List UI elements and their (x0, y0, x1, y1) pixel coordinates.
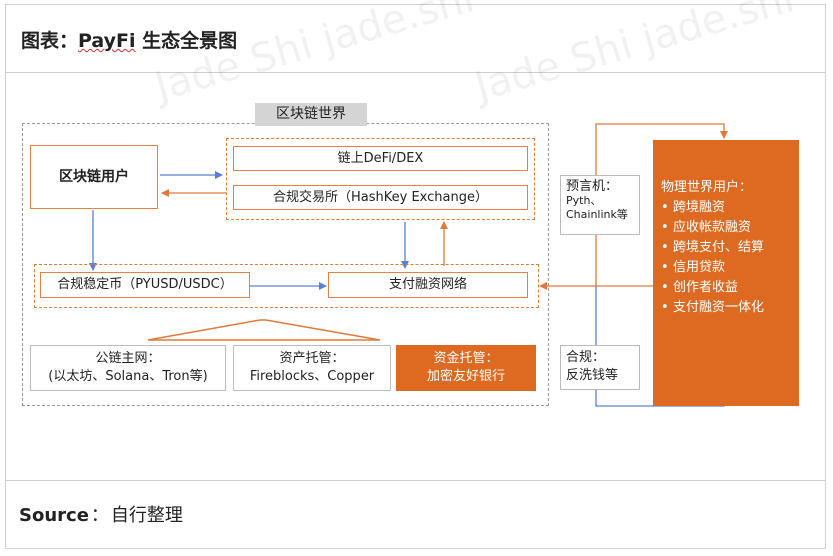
list-item: 跨境支付、结算 (661, 238, 799, 258)
physical-world-users-box: 物理世界用户： 跨境融资 应收帐款融资 跨境支付、结算 信用贷款 创作者收益 支… (653, 140, 799, 406)
physical-title: 物理世界用户： (661, 180, 753, 195)
blockchain-users-box: 区块链用户 (30, 145, 158, 209)
asset-custody-line1: 资产托管： (279, 351, 345, 366)
oracle-box: 预言机： Pyth、 Chainlink等 (560, 175, 640, 235)
stablecoin-label: 合规稳定币（PYUSD/USDC） (57, 277, 233, 292)
list-item: 创作者收益 (661, 278, 799, 298)
public-chain-line1: 公链主网： (95, 351, 161, 366)
source-label: Source (19, 505, 89, 526)
oracle-line2: Chainlink等 (566, 208, 628, 221)
payment-network-label: 支付融资网络 (388, 277, 467, 292)
fund-custody-line1: 资金托管： (433, 351, 499, 366)
onchain-defi-label: 链上DeFi/DEX (337, 150, 424, 166)
compliant-exchange-box: 合规交易所（HashKey Exchange） (233, 185, 528, 210)
figure-footer: Source：自行整理 (5, 480, 826, 549)
title-prefix: 图表： (21, 30, 79, 52)
physical-use-cases: 跨境融资 应收帐款融资 跨境支付、结算 信用贷款 创作者收益 支付融资一体化 (661, 198, 799, 318)
list-item: 跨境融资 (661, 198, 799, 218)
list-item: 应收帐款融资 (661, 218, 799, 238)
title-brand: PayFi (78, 30, 136, 52)
compliance-box: 合规： 反洗钱等 (560, 345, 640, 390)
compliance-line1: 合规： (566, 350, 606, 365)
figure-header: 图表：PayFi 生态全景图 (5, 4, 826, 73)
onchain-defi-box: 链上DeFi/DEX (233, 146, 528, 171)
figure-frame (5, 4, 826, 549)
figure-title: 图表：PayFi 生态全景图 (21, 26, 237, 53)
source-text: 自行整理 (110, 505, 183, 526)
compliance-line2: 反洗钱等 (566, 368, 619, 383)
public-chain-line2: (以太坊、Solana、Tron等) (48, 369, 208, 384)
fund-custody-box: 资金托管： 加密友好银行 (396, 345, 536, 391)
compliant-exchange-label: 合规交易所（HashKey Exchange） (273, 189, 488, 205)
blockchain-users-label: 区块链用户 (59, 169, 129, 185)
payment-layer-group (34, 264, 539, 308)
source-line: Source：自行整理 (19, 501, 183, 527)
asset-custody-box: 资产托管： Fireblocks、Copper (233, 345, 391, 391)
oracle-line1: Pyth、 (566, 194, 602, 207)
payment-network-box: 支付融资网络 (328, 272, 528, 298)
fund-custody-line2: 加密友好银行 (426, 369, 505, 384)
foundation-trapezoid (147, 319, 381, 341)
title-suffix: 生态全景图 (142, 30, 238, 52)
oracle-title: 预言机： (566, 179, 619, 194)
asset-custody-line2: Fireblocks、Copper (249, 369, 375, 384)
region-label: 区块链世界 (255, 103, 367, 126)
stablecoin-box: 合规稳定币（PYUSD/USDC） (40, 272, 250, 298)
list-item: 支付融资一体化 (661, 298, 799, 318)
list-item: 信用贷款 (661, 258, 799, 278)
source-colon: ： (90, 505, 109, 526)
defi-exchange-group (226, 138, 535, 220)
public-chain-box: 公链主网： (以太坊、Solana、Tron等) (30, 345, 226, 391)
